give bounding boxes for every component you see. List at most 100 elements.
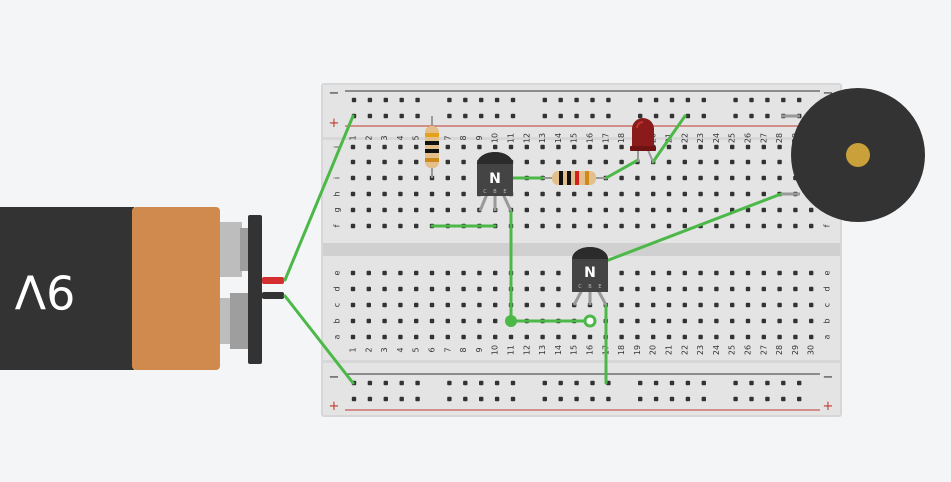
breadboard-hole[interactable] (366, 175, 371, 181)
breadboard-hole[interactable] (366, 223, 371, 229)
rail-hole[interactable] (479, 97, 484, 103)
breadboard-hole[interactable] (461, 318, 466, 324)
rail-hole[interactable] (510, 396, 516, 402)
breadboard-hole[interactable] (666, 175, 672, 181)
breadboard-hole[interactable] (382, 318, 387, 324)
rail-hole[interactable] (701, 113, 706, 119)
breadboard-hole[interactable] (572, 207, 577, 213)
rail-hole[interactable] (558, 97, 563, 103)
breadboard-hole[interactable] (366, 286, 371, 292)
breadboard-hole[interactable] (682, 191, 687, 197)
breadboard-hole[interactable] (429, 191, 435, 197)
breadboard-hole[interactable] (698, 191, 703, 197)
breadboard-hole[interactable] (619, 144, 624, 150)
rail-hole[interactable] (351, 97, 357, 103)
breadboard-hole[interactable] (761, 286, 766, 292)
breadboard-hole[interactable] (745, 191, 751, 197)
breadboard-hole[interactable] (745, 175, 751, 181)
breadboard-hole[interactable] (682, 318, 687, 324)
breadboard-hole[interactable] (761, 175, 766, 181)
breadboard-hole[interactable] (366, 144, 371, 150)
rail-hole[interactable] (574, 97, 579, 103)
breadboard-hole[interactable] (556, 223, 561, 229)
breadboard-hole[interactable] (745, 223, 751, 229)
rail-hole[interactable] (653, 113, 659, 119)
breadboard-hole[interactable] (429, 334, 435, 340)
breadboard-hole[interactable] (698, 144, 703, 150)
breadboard-hole[interactable] (461, 270, 466, 276)
rail-hole[interactable] (447, 97, 452, 103)
breadboard-hole[interactable] (635, 270, 640, 276)
breadboard-hole[interactable] (382, 223, 387, 229)
breadboard-hole[interactable] (398, 159, 403, 165)
breadboard-hole[interactable] (461, 144, 466, 150)
breadboard-hole[interactable] (698, 302, 703, 308)
breadboard-hole[interactable] (619, 318, 624, 324)
breadboard-hole[interactable] (682, 159, 687, 165)
breadboard-hole[interactable] (587, 191, 593, 197)
breadboard-hole[interactable] (414, 334, 419, 340)
breadboard-hole[interactable] (761, 334, 766, 340)
breadboard-hole[interactable] (366, 270, 371, 276)
breadboard-hole[interactable] (382, 144, 387, 150)
breadboard-hole[interactable] (556, 207, 561, 213)
breadboard-hole[interactable] (572, 159, 577, 165)
breadboard-hole[interactable] (398, 270, 403, 276)
buzzer[interactable] (781, 88, 925, 222)
rail-hole[interactable] (574, 380, 579, 386)
breadboard-hole[interactable] (524, 207, 529, 213)
breadboard-hole[interactable] (666, 144, 672, 150)
breadboard-hole[interactable] (493, 318, 498, 324)
rail-hole[interactable] (510, 380, 516, 386)
breadboard-hole[interactable] (714, 334, 719, 340)
breadboard-hole[interactable] (651, 191, 656, 197)
breadboard-hole[interactable] (414, 318, 419, 324)
breadboard-hole[interactable] (682, 302, 687, 308)
breadboard-hole[interactable] (382, 286, 387, 292)
rail-hole[interactable] (510, 113, 516, 119)
breadboard-hole[interactable] (540, 334, 545, 340)
rail-hole[interactable] (367, 380, 373, 386)
breadboard-hole[interactable] (445, 191, 450, 197)
breadboard-hole[interactable] (350, 302, 356, 308)
breadboard-hole[interactable] (398, 191, 403, 197)
breadboard-hole[interactable] (745, 144, 751, 150)
breadboard-hole[interactable] (398, 318, 403, 324)
breadboard-hole[interactable] (730, 318, 735, 324)
rail-hole[interactable] (479, 396, 484, 402)
breadboard-hole[interactable] (445, 175, 450, 181)
breadboard-hole[interactable] (366, 318, 371, 324)
breadboard-hole[interactable] (429, 207, 435, 213)
breadboard-hole[interactable] (461, 334, 466, 340)
breadboard-hole[interactable] (666, 286, 672, 292)
wire-endpoint-a11[interactable] (505, 315, 517, 327)
rail-hole[interactable] (669, 396, 675, 402)
breadboard-hole[interactable] (524, 334, 529, 340)
breadboard-hole[interactable] (414, 270, 419, 276)
breadboard-hole[interactable] (666, 207, 672, 213)
breadboard-hole[interactable] (587, 144, 593, 150)
breadboard-hole[interactable] (793, 286, 798, 292)
breadboard-hole[interactable] (777, 223, 782, 229)
breadboard-hole[interactable] (445, 286, 450, 292)
rail-hole[interactable] (542, 396, 547, 402)
rail-hole[interactable] (399, 97, 404, 103)
rail-hole[interactable] (542, 97, 547, 103)
breadboard-hole[interactable] (651, 302, 656, 308)
breadboard-hole[interactable] (524, 144, 529, 150)
breadboard-hole[interactable] (793, 223, 798, 229)
breadboard-hole[interactable] (745, 302, 751, 308)
breadboard-hole[interactable] (682, 223, 687, 229)
breadboard-hole[interactable] (635, 207, 640, 213)
breadboard-hole[interactable] (809, 286, 814, 292)
breadboard-hole[interactable] (603, 159, 608, 165)
breadboard-hole[interactable] (730, 191, 735, 197)
breadboard-hole[interactable] (477, 286, 482, 292)
breadboard-hole[interactable] (524, 191, 529, 197)
breadboard-hole[interactable] (793, 207, 798, 213)
breadboard-hole[interactable] (698, 207, 703, 213)
breadboard-hole[interactable] (382, 270, 387, 276)
rail-hole[interactable] (399, 380, 404, 386)
breadboard-hole[interactable] (777, 207, 782, 213)
breadboard-hole[interactable] (508, 144, 514, 150)
